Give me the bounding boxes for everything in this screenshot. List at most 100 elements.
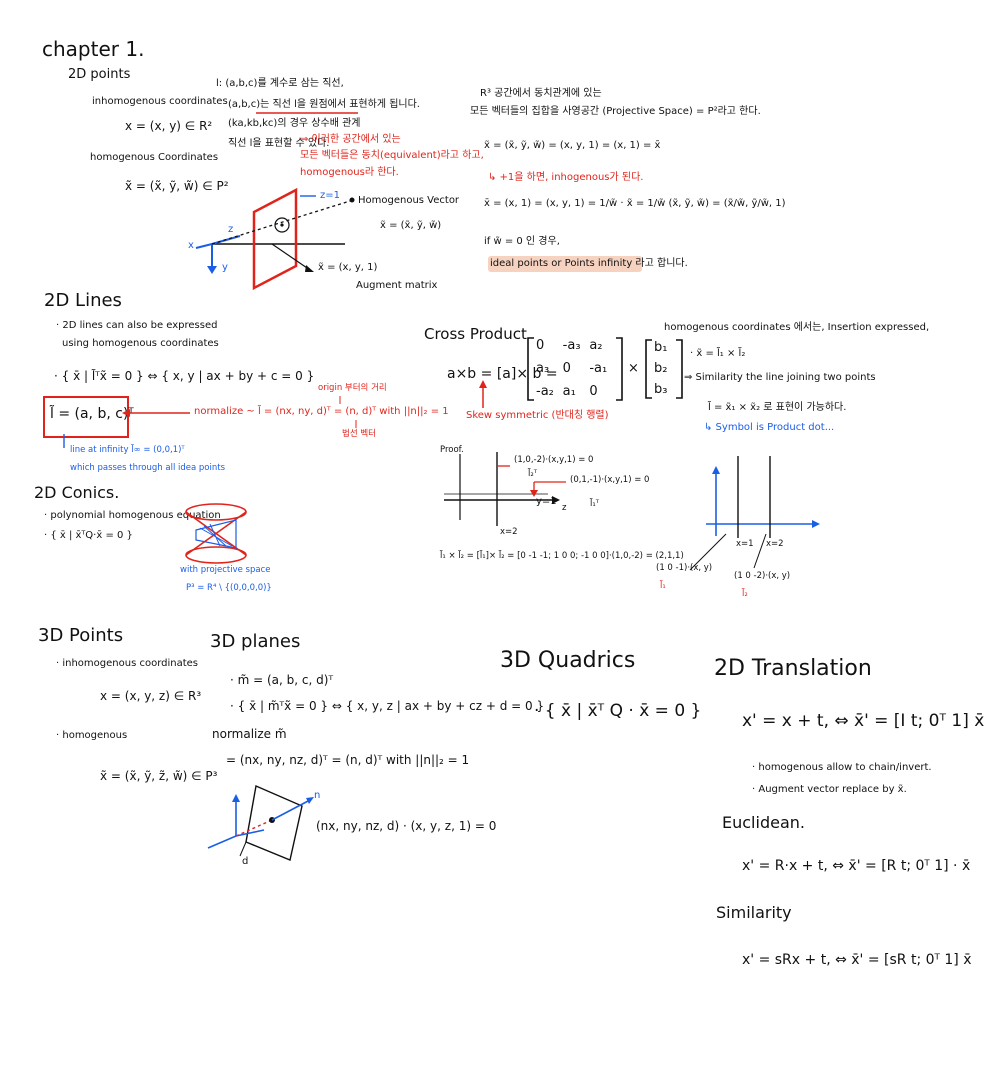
cross-v-0: b₁ bbox=[654, 340, 668, 355]
plane-d-label: d bbox=[242, 856, 249, 867]
homcross-note: ↳ Symbol is Product dot... bbox=[704, 422, 835, 433]
points3d-heading: 3D Points bbox=[38, 625, 124, 646]
fig1-augment-label: Augment matrix bbox=[356, 280, 438, 291]
points2d-hom-label: homogenous Coordinates bbox=[90, 152, 219, 163]
homcross-x2: x=2 bbox=[766, 539, 784, 549]
similarity-heading: Similarity bbox=[716, 903, 792, 922]
points3d-inhom-label: · inhomogenous coordinates bbox=[56, 658, 199, 669]
conics-eq: · { x̄ | x̄ᵀQ·x̄ = 0 } bbox=[44, 530, 133, 541]
cross-m-0-1: -a₃ bbox=[562, 338, 581, 353]
planes3d-dot-eq: (nx, ny, nz, d) · (x, y, z, 1) = 0 bbox=[316, 819, 497, 833]
r3-red-note: ↳ +1을 하면, inhogenous가 된다. bbox=[488, 172, 644, 183]
cross-y1: y=1 bbox=[536, 496, 557, 507]
cross-eq-mid: (0,1,-1)·(x,y,1) = 0 bbox=[570, 475, 650, 485]
cross-skew-label: Skew symmetric (반대칭 행렬) bbox=[466, 410, 609, 422]
homcross-eq2: l̃ = x̃₁ × x̃₂ 로 표현이 가능하다. bbox=[708, 402, 847, 413]
fig1-augment-eq: x̃ = (x, y, 1) bbox=[318, 262, 378, 273]
planes3d-heading: 3D planes bbox=[210, 631, 301, 652]
fig1-axis-x: x bbox=[188, 240, 194, 251]
lnote-red3: homogenous라 한다. bbox=[300, 167, 399, 178]
quadrics-heading: 3D Quadrics bbox=[500, 648, 636, 673]
chapter-title: chapter 1. bbox=[42, 37, 145, 61]
r3-eq1: x̃ = (x̃, ỹ, w̃) = (x, y, 1) = (x, 1) = … bbox=[484, 140, 661, 151]
cross-vector: b₁ b₂ b₃ bbox=[654, 340, 667, 397]
translation-bullet1: · homogenous allow to chain/invert. bbox=[752, 762, 932, 773]
fig1-homogenous-vector-label: Homogenous Vector bbox=[358, 195, 460, 206]
conics-projective-label: with projective space bbox=[180, 565, 271, 575]
euclidean-eq: x' = R·x + t, ⇔ x̄' = [R t; 0ᵀ 1] · x̄ bbox=[742, 858, 971, 874]
lines2d-origin-distance: origin 부터의 거리 bbox=[318, 383, 387, 393]
homcross-eq1: · x̃ = l̃₁ × l̃₂ bbox=[690, 348, 746, 359]
lines2d-normalize: normalize ~ l̃ = (nx, ny, d)ᵀ = (n, d)ᵀ … bbox=[194, 406, 449, 417]
homcross-line1: homogenous coordinates 에서는, Insertion ex… bbox=[664, 322, 930, 333]
lines2d-heading: 2D Lines bbox=[44, 290, 122, 311]
r3-line1: R³ 공간에서 동치관계에 있는 bbox=[480, 88, 602, 99]
cross-m-2-0: -a₂ bbox=[536, 384, 554, 399]
ideal-points-highlight bbox=[488, 256, 642, 272]
cross-m-2-2: 0 bbox=[589, 384, 598, 399]
homcross-line2: ⇒ Similarity the line joining two points bbox=[684, 372, 876, 383]
lines2d-set-eq: · { x̄ | l̃ᵀx̃ = 0 } ⇔ { x, y | ax + by … bbox=[54, 369, 315, 383]
cross-m-2-1: a₁ bbox=[562, 384, 576, 399]
cross-m-0-0: 0 bbox=[536, 338, 545, 353]
conics-bullet1: · polynomial homogenous equation bbox=[44, 510, 221, 521]
lnote-red1: ⇒ 이러한 공간에서 있는 bbox=[300, 134, 401, 145]
cross-v-1: b₂ bbox=[654, 361, 668, 376]
cross-m-1-1: 0 bbox=[562, 361, 571, 376]
planes3d-eq2: = (nx, ny, nz, d)ᵀ = (n, d)ᵀ with ||n||₂… bbox=[226, 753, 470, 767]
quadrics-eq: · { x̄ | x̄ᵀ Q · x̄ = 0 } bbox=[534, 701, 702, 721]
cross-heading: Cross Product bbox=[424, 325, 527, 343]
conics-projective-eq: P³ = R⁴ \ {(0,0,0,0)} bbox=[186, 583, 272, 593]
lnote-line3: (ka,kb,kc)의 경우 상수배 관계 bbox=[228, 118, 361, 129]
cross-eq-top: (1,0,-2)·(x,y,1) = 0 bbox=[514, 455, 594, 465]
euclidean-heading: Euclidean. bbox=[722, 813, 805, 832]
points2d-hom-eq: x̃ = (x̃, ỹ, w̃) ∈ P² bbox=[125, 179, 229, 193]
similarity-eq: x' = sRx + t, ⇔ x̄' = [sR t; 0ᵀ 1] x̄ bbox=[742, 952, 972, 968]
lnote-line1: l: (a,b,c)를 계수로 삼는 직선, bbox=[216, 78, 344, 89]
planes3d-m: · m̃ = (a, b, c, d)ᵀ bbox=[230, 673, 334, 687]
line-coeff-box bbox=[43, 396, 129, 438]
cross-axis-z: z bbox=[562, 503, 567, 513]
fig1-axis-y: y bbox=[222, 262, 228, 273]
cross-x2: x=2 bbox=[500, 527, 518, 537]
lnote-line2: (a,b,c)는 직선 l을 원점에서 표현하게 됩니다. bbox=[228, 99, 420, 110]
lines2d-bullet2: using homogenous coordinates bbox=[62, 338, 219, 349]
r3-note2: ideal points or Points infinity 라고 합니다. bbox=[490, 258, 688, 269]
translation-bullet2: · Augment vector replace by x̃. bbox=[752, 784, 907, 795]
lnote-red2: 모든 벡터들은 동치(equivalent)라고 하고, bbox=[300, 150, 484, 161]
cross-v-2: b₃ bbox=[654, 382, 668, 397]
fig1-z1-label: z=1 bbox=[320, 190, 340, 201]
points3d-inhom-eq: x = (x, y, z) ∈ R³ bbox=[100, 689, 202, 703]
cross-matrix: 0 -a₃ a₂ a₃ 0 -a₁ -a₂ a₁ 0 bbox=[536, 338, 616, 399]
points2d-heading: 2D points bbox=[68, 67, 131, 82]
planes3d-normalize: normalize m̃ bbox=[212, 727, 287, 741]
cross-m-0-2: a₂ bbox=[589, 338, 603, 353]
cross-l1: l̃₁ᵀ bbox=[590, 499, 600, 509]
points3d-hom-eq: x̃ = (x̃, ỹ, z̃, w̃) ∈ P³ bbox=[100, 769, 218, 783]
r3-note1: if w̃ = 0 인 경우, bbox=[484, 236, 560, 247]
cross-bottom-eq: l̃₁ × l̃₂ = [l̃₁]× l̃₂ = [0 -1 -1; 1 0 0… bbox=[440, 551, 684, 561]
lines2d-infinity-note: which passes through all idea points bbox=[70, 463, 226, 473]
cross-l2: l̃₂ᵀ bbox=[528, 469, 538, 479]
lines2d-bullet1: · 2D lines can also be expressed bbox=[56, 320, 218, 331]
homcross-label2: (1 0 -2)·(x, y) bbox=[734, 571, 791, 581]
points2d-inhom-label: inhomogenous coordinates bbox=[92, 96, 228, 107]
lines2d-infinity-line: line at infinity l̃∞ = (0,0,1)ᵀ bbox=[70, 445, 185, 455]
plane-n-label: n bbox=[314, 790, 321, 801]
fig1-homogenous-vector-eq: x̃ = (x̃, ỹ, w̃) bbox=[380, 220, 442, 231]
points3d-hom-label: · homogenous bbox=[56, 730, 128, 741]
points2d-inhom-eq: x = (x, y) ∈ R² bbox=[125, 119, 213, 133]
homcross-x1: x=1 bbox=[736, 539, 754, 549]
translation-eq: x' = x + t, ⇔ x̄' = [I t; 0ᵀ 1] x̄ bbox=[742, 711, 985, 731]
homcross-label2b: l̃₂ bbox=[742, 589, 748, 599]
homcross-label1b: l̃₁ bbox=[660, 581, 666, 591]
cross-m-1-2: -a₁ bbox=[589, 361, 608, 376]
lines2d-boxed-eq: l̃ = (a, b, c)ᵀ bbox=[50, 406, 134, 422]
